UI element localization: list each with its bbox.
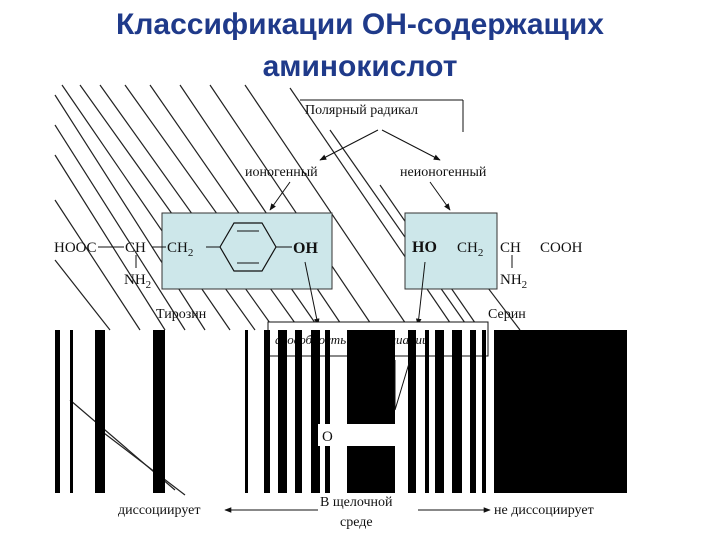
arrow-to-nonionogenic bbox=[381, 129, 441, 161]
phenol-box bbox=[161, 212, 333, 290]
ionogenic-label: ионогенный bbox=[245, 165, 318, 180]
tyr-ch: CH bbox=[125, 240, 146, 256]
tyrosine-name: Тирозин bbox=[156, 307, 207, 322]
title-line-2: аминокислот bbox=[262, 50, 458, 83]
tyr-hooc: HOOC bbox=[54, 240, 97, 256]
not-dissociates-label: не диссоциирует bbox=[494, 503, 594, 518]
hydroxymethyl-box bbox=[404, 212, 498, 290]
serine-formula: HO CH2 CH COOH NH2 Серин bbox=[412, 239, 583, 322]
arrow-nonionogenic-down bbox=[429, 181, 451, 211]
ser-nh2: NH2 bbox=[500, 272, 527, 291]
arrow-ho-down bbox=[415, 261, 426, 326]
bottom-mid-label: О bbox=[322, 429, 333, 445]
arrow-to-ionogenic bbox=[319, 129, 379, 161]
ser-cooh: COOH bbox=[540, 240, 583, 256]
tyrosine-formula: HOOC CH CH2 NH2 OH Тирозин bbox=[54, 222, 318, 322]
title-line-1: Классификации ОН-содержащих bbox=[116, 8, 604, 41]
in-alkaline-label: В щелочной bbox=[320, 495, 393, 510]
tyr-nh2: NH2 bbox=[124, 272, 151, 291]
black-bars bbox=[55, 330, 627, 493]
polar-radical-node: Полярный радикал bbox=[300, 99, 464, 132]
ser-ch: CH bbox=[500, 240, 521, 256]
environment-label: среде bbox=[340, 515, 373, 530]
tyr-oh: OH bbox=[293, 240, 318, 257]
hatch-lines bbox=[54, 84, 521, 496]
bottom-mid-box bbox=[318, 424, 408, 446]
arrow-oh-down bbox=[304, 261, 320, 326]
arrow-ionogenic-down bbox=[269, 181, 291, 211]
slide-title: Классификации ОН-содержащих аминокислот bbox=[0, 4, 720, 88]
ser-ho: HO bbox=[412, 239, 437, 256]
nonionogenic-label: неионогенный bbox=[400, 165, 487, 180]
ser-ch2: CH2 bbox=[457, 240, 483, 259]
serine-name: Серин bbox=[488, 307, 526, 322]
dissociates-label: диссоциирует bbox=[118, 503, 200, 518]
polar-radical-label: Полярный радикал bbox=[305, 103, 418, 118]
tyr-ch2: CH2 bbox=[167, 240, 193, 259]
